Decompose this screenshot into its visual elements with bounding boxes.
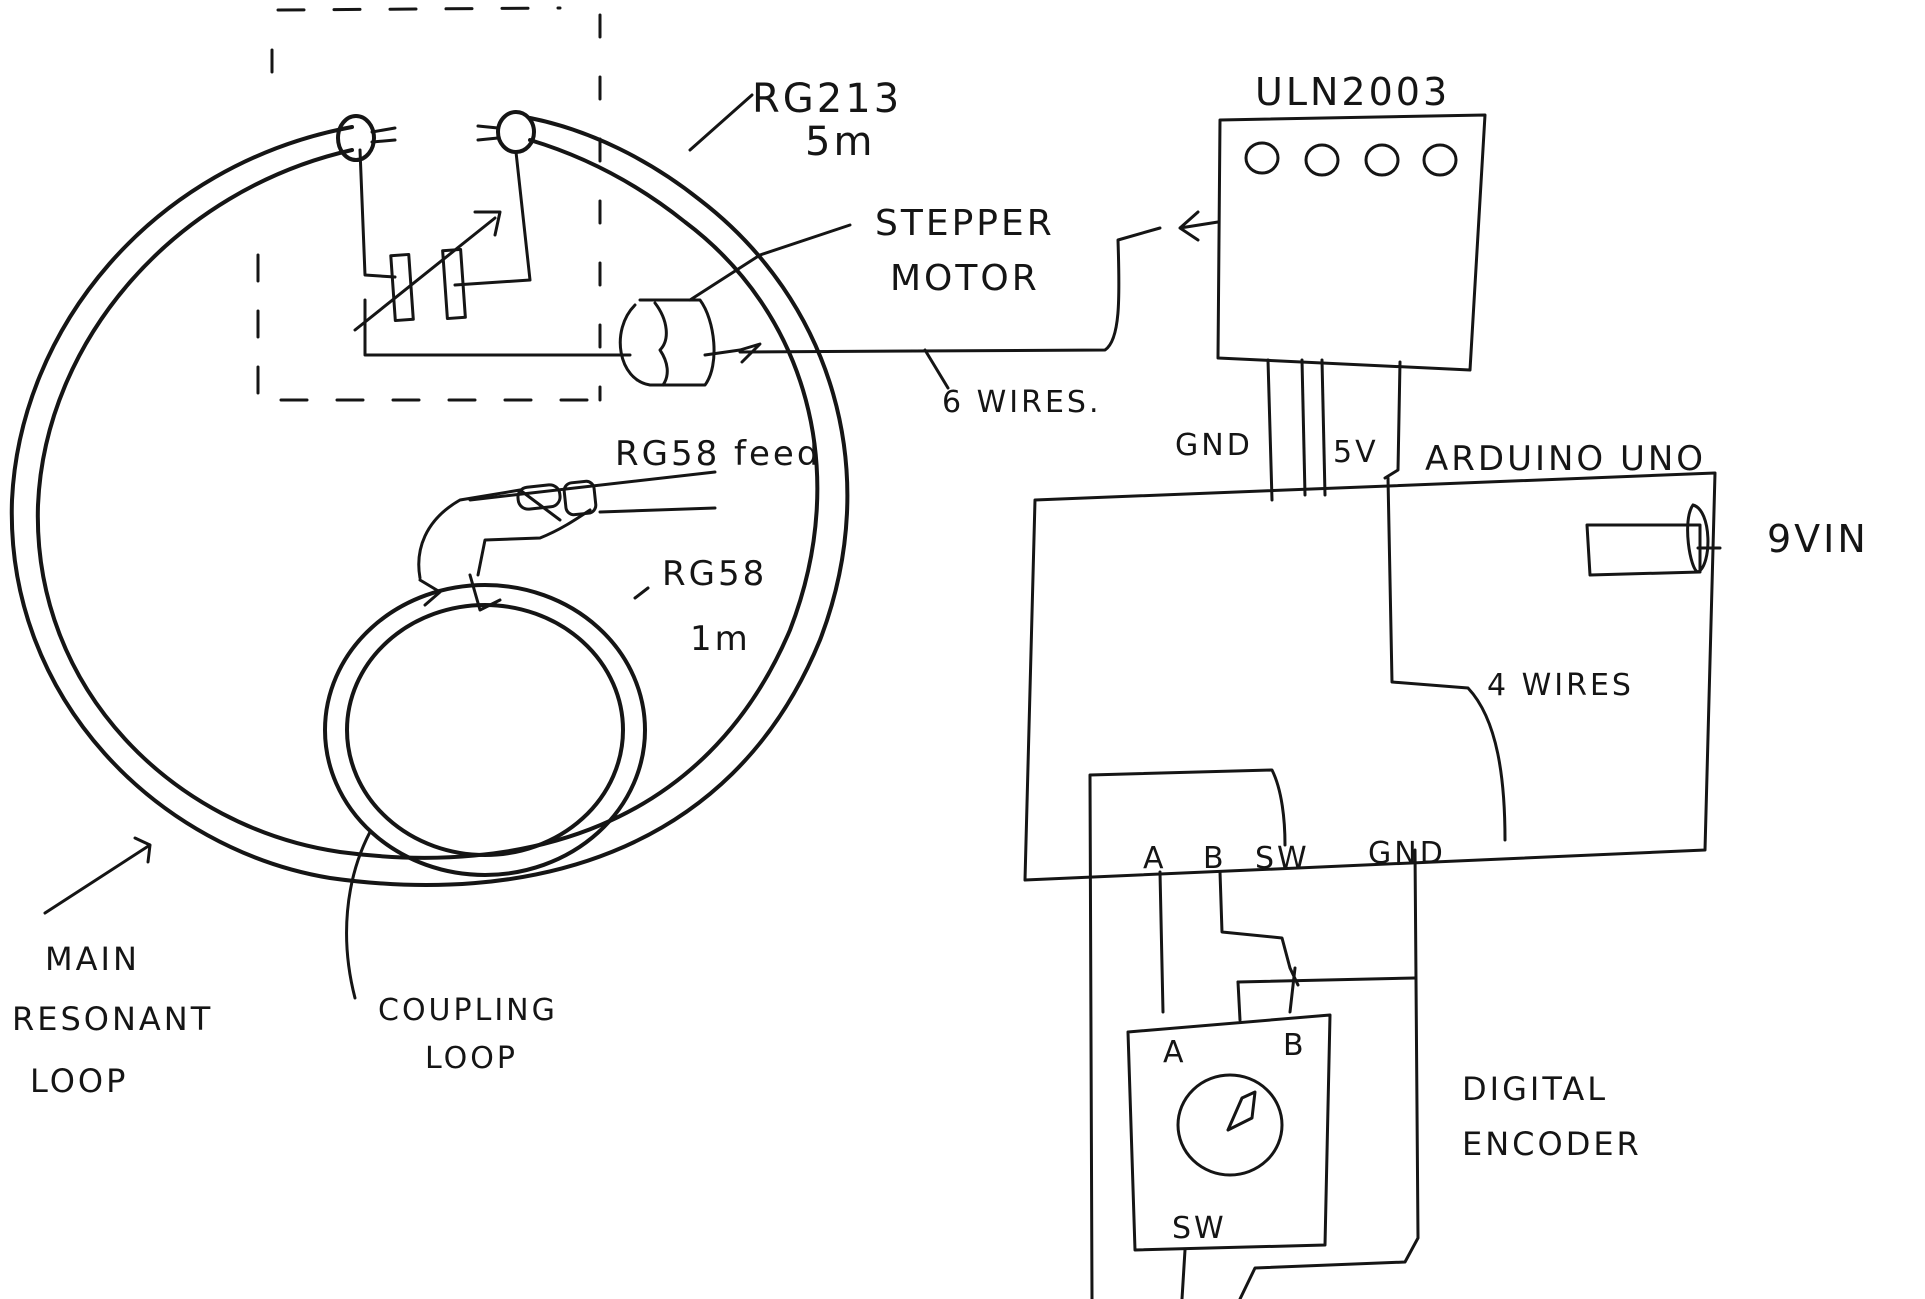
five-volt-label: 5V xyxy=(1333,435,1379,470)
rg213-length-label: 5m xyxy=(805,119,875,165)
rg213-label: RG213 xyxy=(752,76,902,122)
led-4 xyxy=(1422,143,1458,177)
led-2 xyxy=(1304,143,1340,177)
encoder-a-label: A xyxy=(1163,1035,1187,1070)
stepper-motor xyxy=(618,223,852,387)
arduino-uno-board xyxy=(1023,471,1722,882)
labels: RG213 5m ULN2003 STEPPER MOTOR 6 WIRES. … xyxy=(12,70,1869,1246)
digital-encoder-label-2: ENCODER xyxy=(1462,1125,1642,1163)
vin-label: 9VIN xyxy=(1767,517,1869,561)
pin-sw-label: SW xyxy=(1255,841,1310,876)
main-loop-label-3: LOOP xyxy=(30,1062,128,1100)
rg58-length-label: 1m xyxy=(690,619,751,659)
uln2003-board xyxy=(738,113,1487,390)
encoder-knob xyxy=(1176,1073,1284,1177)
rg58-feed-label: RG58 feed xyxy=(615,434,821,474)
capacitor-enclosure xyxy=(256,6,602,402)
coax-end-left xyxy=(336,114,376,162)
led-3 xyxy=(1364,143,1400,177)
digital-encoder-wiring xyxy=(1088,768,1420,1299)
variable-capacitor xyxy=(353,148,632,357)
uln2003-label: ULN2003 xyxy=(1255,70,1450,114)
main-loop-label-2: RESONANT xyxy=(12,1000,213,1038)
stepper-label: STEPPER xyxy=(875,203,1055,244)
uln-arduino-wires xyxy=(1266,358,1402,502)
gnd-top-label: GND xyxy=(1175,428,1253,463)
encoder-body xyxy=(1126,1013,1332,1252)
encoder-sw-label: SW xyxy=(1172,1211,1227,1246)
encoder-b-label: B xyxy=(1283,1028,1307,1063)
digital-encoder-label-1: DIGITAL xyxy=(1462,1070,1608,1108)
pin-b-label: B xyxy=(1203,841,1227,876)
rg58-label: RG58 xyxy=(662,554,767,594)
main-loop-label-1: MAIN xyxy=(45,940,140,978)
motor-label: MOTOR xyxy=(890,258,1040,299)
led-1 xyxy=(1244,141,1280,175)
coax-end-right xyxy=(496,110,536,154)
arduino-uno-label: ARDUINO UNO xyxy=(1425,439,1706,479)
four-wires-label: 4 WIRES xyxy=(1487,668,1634,703)
coupling-loop-label-2: LOOP xyxy=(425,1041,518,1076)
pin-a-label: A xyxy=(1143,841,1167,876)
pin-gnd-label: GND xyxy=(1368,836,1446,871)
main-resonant-loop xyxy=(9,110,850,915)
coupling-loop-label-1: COUPLING xyxy=(378,993,558,1028)
six-wires-label: 6 WIRES. xyxy=(942,385,1102,420)
coupling-loop xyxy=(323,470,717,1000)
